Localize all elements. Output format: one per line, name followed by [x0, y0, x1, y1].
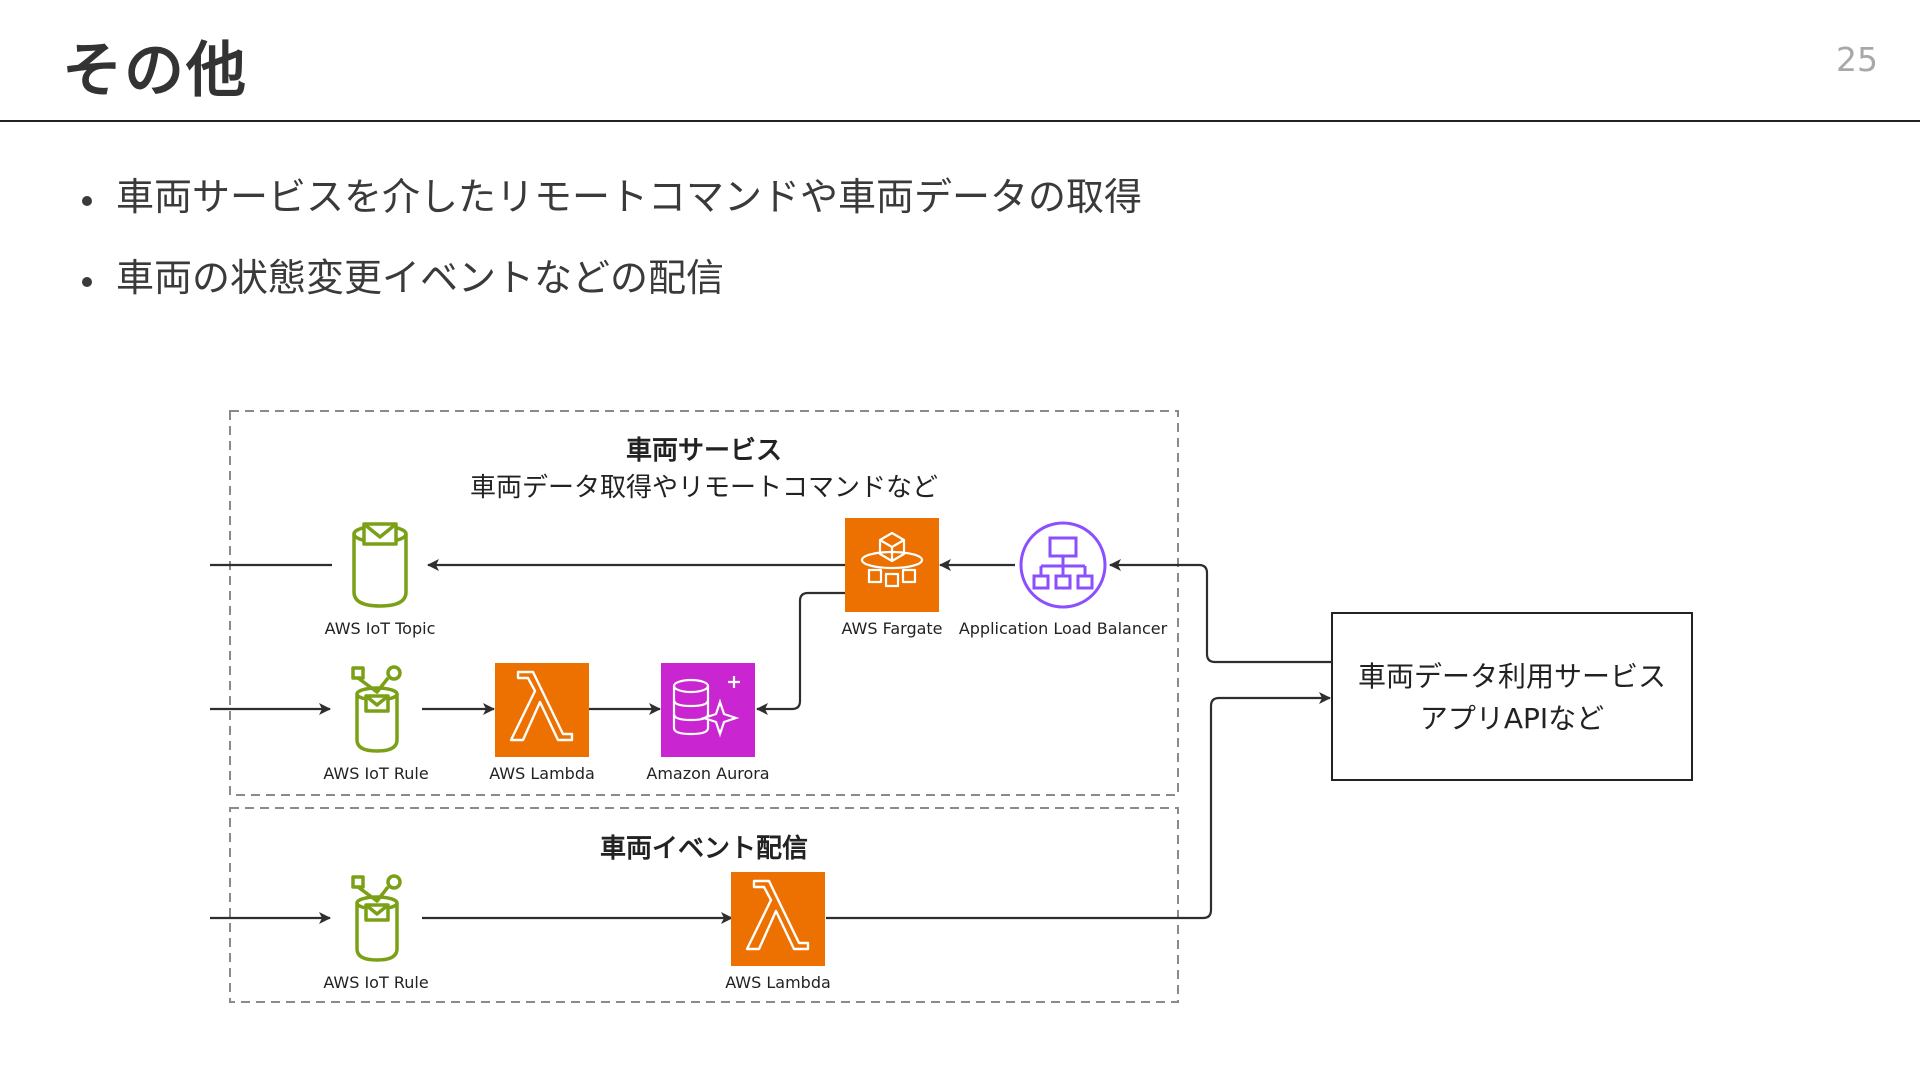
connector-consumer-to-alb	[1109, 559, 1332, 664]
iot-topic-icon	[352, 522, 408, 608]
lambda-icon	[731, 872, 825, 966]
lambda-label: AWS Lambda	[725, 973, 831, 992]
application-load-balancer-icon	[1019, 521, 1107, 609]
lambda-label: AWS Lambda	[489, 764, 595, 783]
iot-rule-label: AWS IoT Rule	[323, 973, 428, 992]
consumer-service-line1: 車両データ利用サービス	[1358, 660, 1666, 693]
bullet-item: 車両サービスを介したリモートコマンドや車両データの取得	[80, 173, 1142, 221]
bullet-item: 車両の状態変更イベントなどの配信	[80, 254, 1142, 302]
iot-rule-label: AWS IoT Rule	[323, 764, 428, 783]
vehicle-service-title: 車両サービス	[626, 436, 782, 466]
page-number: 25	[1836, 40, 1878, 79]
vehicle-service-subtitle: 車両データ取得やリモートコマンドなど	[470, 473, 938, 503]
consumer-service-line2: アプリAPIなど	[1420, 702, 1604, 735]
consumer-service-box	[1331, 612, 1693, 781]
application-load-balancer-label: Application Load Balancer	[959, 619, 1168, 638]
aurora-label: Amazon Aurora	[646, 764, 769, 783]
lambda-icon	[495, 663, 589, 757]
connector-fargate-to-aurora	[756, 591, 845, 715]
event-delivery-title: 車両イベント配信	[600, 834, 808, 864]
iot-rule-icon	[351, 665, 402, 753]
event-delivery-group	[229, 807, 1179, 1003]
bullet-list: 車両サービスを介したリモートコマンドや車両データの取得 車両の状態変更イベントな…	[80, 173, 1142, 335]
fargate-label: AWS Fargate	[841, 619, 942, 638]
iot-topic-label: AWS IoT Topic	[325, 619, 436, 638]
page-title: その他	[62, 36, 248, 106]
fargate-icon	[845, 518, 939, 612]
aurora-icon	[661, 663, 755, 757]
vehicle-service-group	[229, 410, 1179, 796]
title-divider	[0, 120, 1920, 122]
iot-rule-icon	[351, 874, 402, 962]
connector-lambda2-to-consumer	[826, 692, 1331, 920]
